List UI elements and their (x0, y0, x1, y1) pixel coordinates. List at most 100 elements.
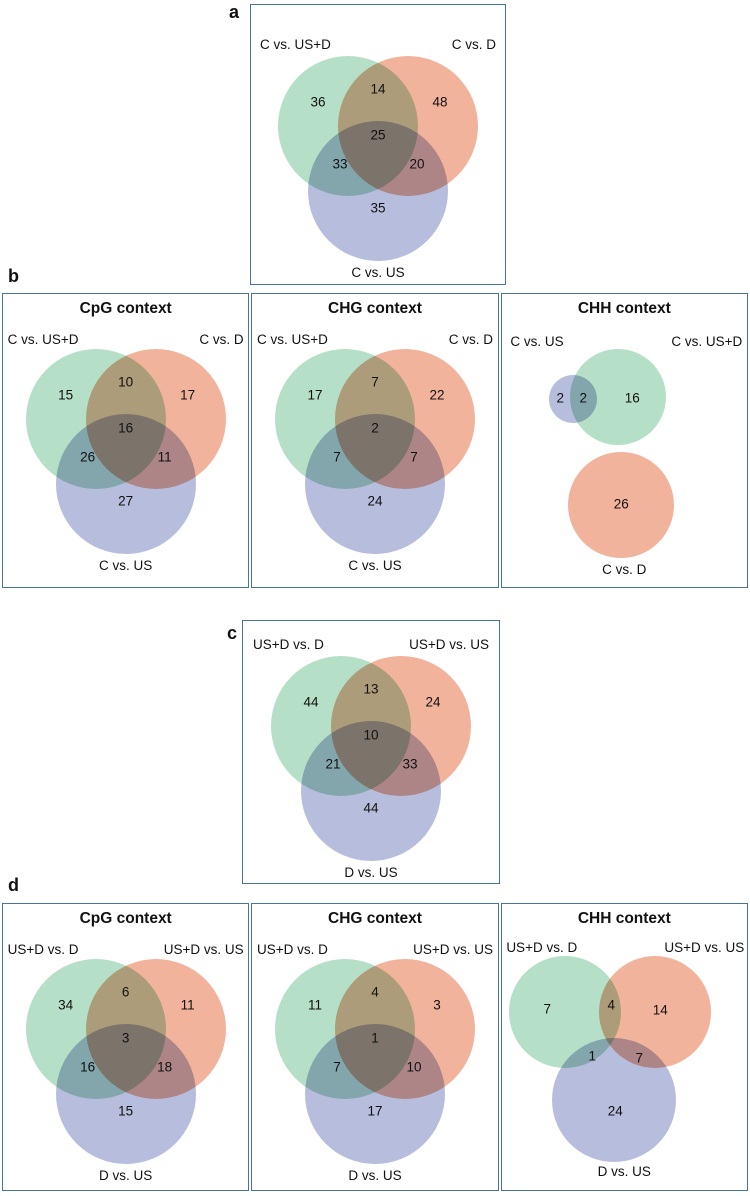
count-orange-only: 26 (613, 496, 629, 512)
orange-circle (568, 452, 675, 558)
blue-circle (301, 721, 441, 861)
venn-diagram-b-chh: C vs. US C vs. US+D 2 2 16 26 C vs. D (506, 332, 742, 582)
set-label-blue: C vs. US (351, 265, 405, 280)
count-green-orange: 13 (363, 681, 379, 697)
count-green-only: 36 (310, 94, 326, 110)
panel-b-cpg-box: CpG context C vs. US+D C vs. D 15 10 17 … (2, 293, 250, 588)
blue-circle (549, 375, 598, 423)
blue-circle (304, 1024, 445, 1164)
count-green-only: 11 (307, 997, 322, 1013)
count-orange-blue: 7 (635, 1050, 644, 1066)
set-label-orange: US+D vs. US (163, 942, 244, 957)
set-label-orange: C vs. D (451, 37, 496, 52)
count-center: 1 (371, 1030, 379, 1046)
count-orange-only: 14 (652, 1002, 668, 1018)
count-center: 16 (118, 420, 134, 436)
set-label-blue: D vs. US (597, 1164, 651, 1179)
count-green-blue: 7 (333, 449, 341, 465)
venn-diagram-b-cpg: 15 10 17 16 26 11 27 (25, 349, 226, 554)
panel-d-row: CpG context US+D vs. D US+D vs. US 34 6 … (2, 903, 748, 1191)
set-label-orange: C vs. D (199, 332, 244, 347)
set-label-blue: C vs. US (510, 334, 564, 349)
set-label-green: C vs. US+D (260, 37, 331, 52)
venn-diagram-d-cpg: 34 6 11 3 16 18 15 (25, 959, 226, 1164)
context-title: CHG context (328, 300, 422, 317)
blue-circle (308, 121, 448, 261)
count-orange-only: 22 (429, 387, 445, 403)
context-title: CHG context (328, 910, 422, 927)
count-orange-only: 3 (433, 997, 441, 1013)
count-center: 25 (370, 127, 386, 143)
context-title: CHH context (577, 300, 671, 317)
set-labels-row: C vs. US+D C vs. D (257, 332, 493, 347)
count-center: 10 (363, 727, 379, 743)
set-label-orange: US+D vs. US (664, 940, 745, 955)
panel-b-chg-box: CHG context C vs. US+D C vs. D 17 7 22 2… (251, 293, 499, 588)
panel-a-box: C vs. US+D C vs. D 36 14 48 25 33 20 35 … (250, 4, 506, 285)
count-orange-only: 11 (180, 997, 195, 1013)
count-green-only: 7 (543, 1001, 552, 1017)
count-center: 2 (371, 420, 379, 436)
set-label-orange: US+D vs. US (413, 942, 493, 957)
count-green-orange: 6 (121, 984, 130, 1000)
set-labels-row: US+D vs. D US+D vs. US (8, 942, 244, 957)
blue-circle (304, 414, 445, 554)
venn-diagram-d-chg: 11 4 3 1 7 10 17 (274, 959, 475, 1164)
blue-circle (552, 1038, 677, 1162)
count-green-orange: 4 (607, 997, 616, 1013)
panel-label-b: b (8, 266, 19, 286)
set-label-blue: C vs. US (99, 558, 153, 573)
panel-label-d: d (8, 875, 19, 895)
venn-diagram-a: 36 14 48 25 33 20 35 (278, 56, 478, 261)
venn-diagram-b-chg: 17 7 22 2 7 7 24 (274, 349, 475, 554)
count-green-orange: 4 (371, 984, 379, 1000)
count-green-orange: 10 (118, 374, 134, 390)
count-orange-blue: 20 (409, 156, 425, 172)
context-title: CHH context (577, 910, 671, 927)
count-orange-blue: 7 (410, 449, 418, 465)
set-labels-row: US+D vs. D US+D vs. US (253, 637, 489, 652)
count-blue-only: 24 (607, 1103, 623, 1119)
count-blue-only: 24 (367, 493, 383, 509)
count-orange-only: 24 (425, 694, 441, 710)
count-green-orange: 7 (371, 374, 379, 390)
panel-d-chg-box: CHG context US+D vs. D US+D vs. US 11 4 … (251, 903, 499, 1191)
set-label-green: C vs. US+D (7, 332, 79, 347)
set-label-blue: D vs. US (344, 865, 398, 880)
count-green-only: 17 (307, 387, 323, 403)
count-blue-only: 35 (370, 200, 386, 216)
count-green-blue: 21 (325, 756, 341, 772)
set-label-blue: D vs. US (348, 1168, 402, 1183)
count-center: 3 (121, 1030, 130, 1046)
set-labels-row: C vs. US+D C vs. D (260, 37, 496, 52)
panel-label-a: a (229, 2, 240, 22)
count-blue-only: 2 (556, 390, 565, 406)
blue-circle (55, 1024, 196, 1164)
count-blue-only: 44 (363, 800, 379, 816)
count-green-only: 15 (58, 387, 74, 403)
count-green-blue: 1 (588, 1048, 597, 1064)
panel-d-chh-box: CHH context US+D vs. D US+D vs. US 7 4 1… (500, 903, 748, 1191)
set-label-green: C vs. US+D (671, 334, 743, 349)
panel-c-box: US+D vs. D US+D vs. US 44 13 24 10 21 33… (242, 620, 500, 884)
count-green-orange: 14 (370, 81, 386, 97)
set-label-green: US+D vs. D (506, 940, 578, 955)
count-blue-only: 17 (367, 1103, 383, 1119)
count-orange-blue: 18 (157, 1059, 173, 1075)
venn-diagram-c: 44 13 24 10 21 33 44 (271, 656, 471, 861)
set-label-orange: C vs. D (448, 332, 493, 347)
set-labels-row: C vs. US+D C vs. D (8, 332, 244, 347)
set-label-green: US+D vs. D (256, 942, 328, 957)
venn-diagram-d-chh: US+D vs. D US+D vs. US 7 4 14 1 7 24 D v… (504, 940, 744, 1186)
count-green-only: 16 (624, 390, 640, 406)
count-blue-only: 27 (118, 493, 134, 509)
count-orange-only: 17 (180, 387, 196, 403)
count-green-blue: 26 (80, 449, 96, 465)
count-green-blue: 16 (80, 1059, 96, 1075)
context-title: CpG context (79, 910, 172, 927)
count-green-only: 34 (58, 997, 74, 1013)
context-title: CpG context (79, 300, 172, 317)
set-label-blue: D vs. US (99, 1168, 153, 1183)
set-label-orange: C vs. D (602, 562, 647, 577)
blue-circle (55, 414, 196, 554)
